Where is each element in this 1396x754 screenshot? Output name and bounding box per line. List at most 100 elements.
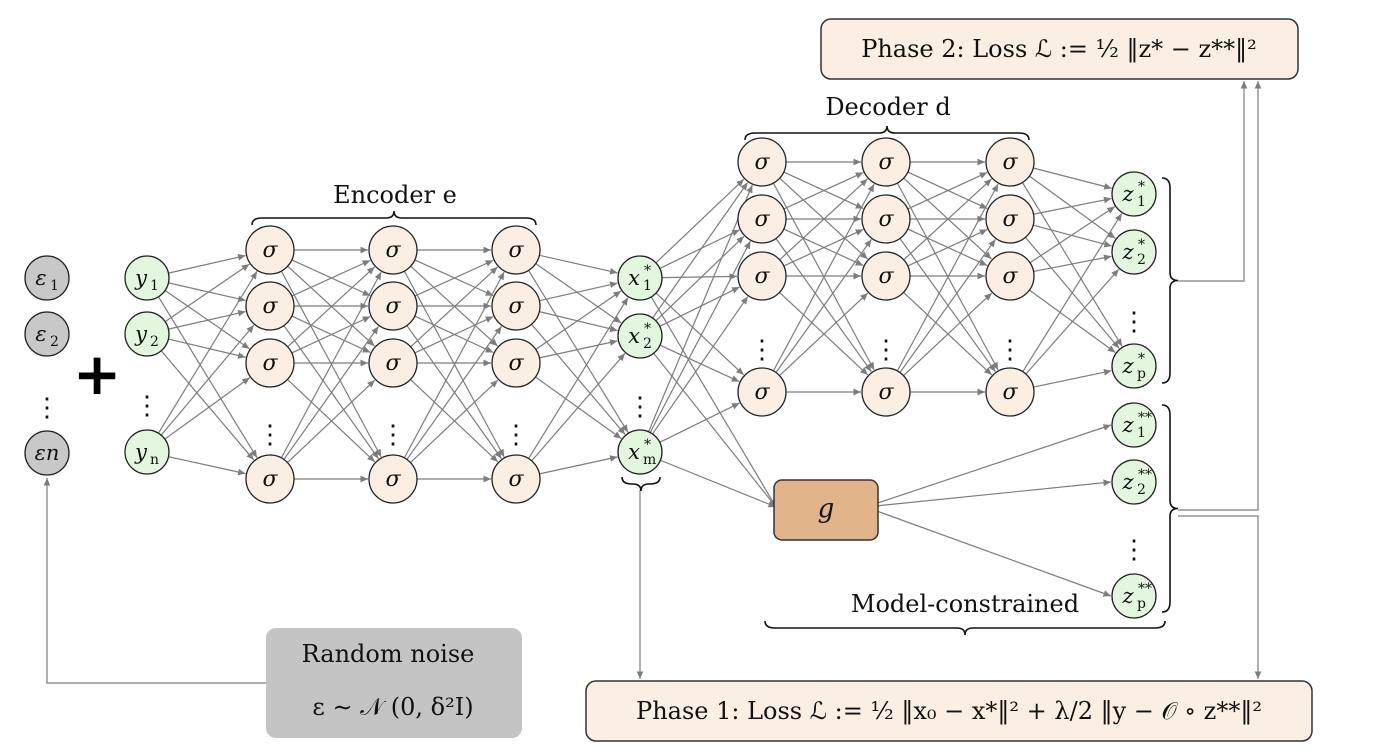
edge-input-encoder [168,309,246,330]
edge-input-encoder [164,263,250,323]
decoder-neuron-l1-n1-circle [737,137,787,187]
zstarstar-brace [1161,404,1179,613]
edge-latent-decoder [655,235,745,322]
decoder-neuron-l1-n3-label: σ [754,264,770,289]
decoder-output-node-1-circle [1111,171,1157,217]
edge-input-encoder [157,271,258,434]
encoder-neuron-l1-n2-circle [245,281,295,331]
encoder-neuron-l1-n1-label: σ [262,238,278,263]
decoder-output-node-3-circle [1111,343,1157,389]
decoder-output-node-3-label: z [1121,354,1134,378]
decoder-neuron-l3-n4-circle [985,367,1035,417]
edge-decoder [896,183,999,372]
edge-decoder-output [1033,167,1112,190]
decoder-neuron-l3-n1-label: σ [1002,150,1018,175]
latent-node-3-sup: * [644,437,651,453]
edge-noise-to-epsilon [43,478,266,684]
decoder-neuron-l1-n1-label: σ [754,150,770,175]
edge-encoder-latent [539,339,618,359]
decoder-neuron-l2-n1-label: σ [878,150,894,175]
edge-input-encoder [168,456,246,476]
decoder-neuron-l1-n3: σ [737,251,787,301]
decoder-output-node-3-sup: * [1138,351,1145,367]
decoder-output-node-1-sup: * [1138,179,1145,195]
encoder-label: Encoder e [333,181,457,209]
model-output-node-3-sup: ** [1138,581,1152,597]
edge-encoder-latent [528,297,629,459]
input-node-3-circle [124,429,170,475]
edge-latent-g [653,352,777,508]
model-output-node-1-sub: 1 [1137,425,1146,441]
edge-latent-decoder [652,182,749,319]
edge-input-encoder [168,282,246,303]
decoder-neuron-l3-n1: σ [985,137,1035,187]
vdots-dec3: ⋮ [997,335,1023,365]
latent-brace [621,476,661,492]
noise-box [266,628,522,738]
model-constrained-brace [764,620,1166,636]
noise-node-2-label: ε [35,322,46,346]
encoder-neuron-l3-n4-label: σ [508,467,524,492]
decoder-output-node-1-sub: 1 [1137,194,1146,210]
phase1-box [585,680,1313,742]
input-node-3-label: y [134,440,148,464]
edge-encoder [414,315,494,354]
edge-input-encoder [164,290,250,350]
decoder-output-node-2-sub: 2 [1137,252,1146,268]
edge-encoder [410,379,499,463]
edge-decoder [903,292,993,377]
vdots-zstar: ⋮ [1121,307,1147,337]
latent-node-1-label: x [628,266,640,290]
edge-input-encoder [168,253,246,274]
edge-encoder-latent [535,290,622,350]
decoder-output-node-3-sub: p [1137,366,1146,382]
vdots-zstarstar: ⋮ [1121,535,1147,565]
edge-input-encoder [160,324,255,436]
edge-latent-decoder [659,402,740,443]
edge-encoder [287,379,376,463]
noise-node-2-circle [24,311,70,357]
edge-decoder-output [1029,206,1116,264]
encoder-neuron-l1-n1-circle [245,225,295,275]
encoder-neuron-l1-n3-circle [245,338,295,388]
edge-decoder-output [1033,254,1112,273]
edge-decoder [775,238,872,373]
edge-input-encoder [160,350,255,461]
encoder-neuron-l2-n3: σ [368,338,418,388]
edge-decoder-output [1029,175,1116,239]
decoder-neuron-l2-n4-circle [861,367,911,417]
latent-node-1-circle [617,255,663,301]
input-node-1-circle [124,255,170,301]
encoder-neuron-l1-n2-label: σ [262,294,278,319]
model-output-node-2-sub: 2 [1137,482,1146,498]
encoder-neuron-l3-n3: σ [491,338,541,388]
edge-encoder-latent [528,270,629,433]
zstar-brace [1161,177,1179,384]
decoder-neuron-l1-n2-label: σ [754,207,770,232]
encoder-neuron-l3-n2-label: σ [508,294,524,319]
vdots-dec1: ⋮ [749,335,775,365]
edge-decoder [772,183,875,372]
input-node-2-sub: 2 [150,334,159,350]
model-output-node-1: z**1 [1111,402,1157,448]
latent-node-2-circle [617,313,663,359]
edge-input-encoder [168,338,246,359]
phase1-text: Phase 1: Loss ℒ := ½ ‖x₀ − x*‖² + λ/2 ‖y… [636,697,1262,726]
vdots-dec2: ⋮ [873,335,899,365]
edge-encoder-latent [535,263,622,324]
encoder-neuron-l2-n1-label: σ [385,238,401,263]
vdots-enc3: ⋮ [503,420,529,450]
latent-node-1: x*1 [617,255,663,301]
encoder-neuron-l2-n2-circle [368,281,418,331]
decoder-brace [744,125,1030,141]
vdots-latent: ⋮ [627,392,653,422]
edge-latent-decoder [649,240,751,433]
decoder-neuron-l2-n3-label: σ [878,264,894,289]
latent-node-2-label: x [628,324,640,348]
g-block-label: g [818,494,835,524]
